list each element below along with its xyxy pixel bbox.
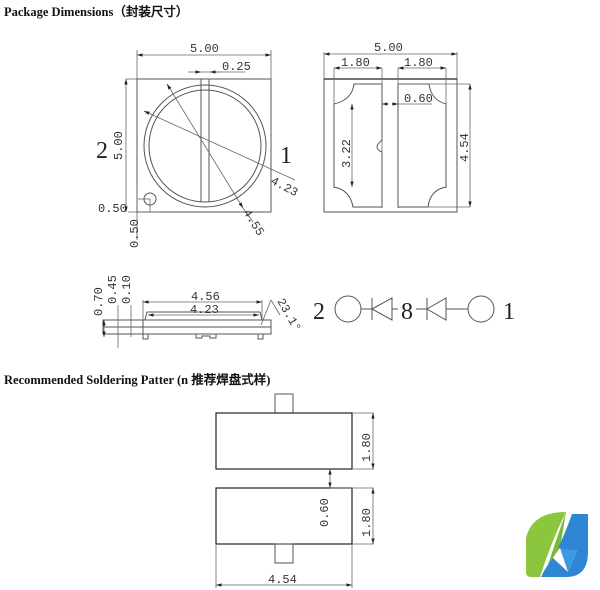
top-diameter-455-label: 4.55: [240, 207, 267, 239]
top-gap-label: 0.25: [222, 60, 251, 74]
soldering-pattern-drawing: 1.80 1.80 0.60 4.54: [215, 393, 375, 588]
bottom-pad-gap-label: 0.60: [404, 92, 433, 106]
side-lead-height-label: 0.10: [120, 275, 134, 304]
side-angle-label: 23.1°: [274, 296, 304, 334]
bottom-view-drawing: 5.00 1.80 1.80 0.60 3.22 4.54: [323, 41, 472, 213]
top-diameter-423-label: 4.23: [268, 174, 300, 200]
schematic-pin-right: 1: [503, 299, 515, 325]
bottom-pad-left-width-label: 1.80: [341, 56, 370, 70]
side-total-height-label: 0.70: [92, 287, 106, 316]
led-schematic: 2 8 1: [313, 295, 515, 325]
schematic-center-label: 8: [401, 299, 413, 325]
solder-gap-label: 0.60: [318, 498, 332, 527]
top-width-label: 5.00: [190, 42, 219, 56]
top-pin-left-label: 2: [96, 138, 108, 164]
solder-width-label: 4.54: [268, 573, 297, 587]
side-view-drawing: 0.70 0.45 0.10 4.56 4.23 23.1°: [92, 275, 304, 348]
top-height-label: 5.00: [112, 131, 126, 160]
bottom-pad-inner-height-label: 3.22: [340, 139, 354, 168]
schematic-pin-left: 2: [313, 299, 325, 325]
bottom-pad-right-width-label: 1.80: [404, 56, 433, 70]
bottom-pad-height-label: 4.54: [458, 133, 472, 162]
mark-offset-y-label: 0.50: [128, 219, 142, 248]
package-dimensions-heading: Package Dimensions（封装尺寸）: [4, 5, 189, 19]
top-pin-right-label: 1: [280, 143, 292, 169]
solder-bottom-height-label: 1.80: [360, 508, 374, 537]
side-body-height-label: 0.45: [106, 275, 120, 304]
solder-top-height-label: 1.80: [360, 433, 374, 462]
top-view-drawing: 5.00 0.25 5.00 4.23 4.55 0.50 0.50 2: [96, 42, 300, 248]
bottom-width-label: 5.00: [374, 41, 403, 55]
soldering-pattern-heading: Recommended Soldering Patter (n 推荐焊盘式样): [4, 373, 271, 387]
side-lens-width-label: 4.23: [190, 303, 219, 317]
side-top-width-label: 4.56: [191, 290, 220, 304]
mark-offset-x-label: 0.50: [98, 202, 127, 216]
brand-logo: [526, 512, 588, 577]
